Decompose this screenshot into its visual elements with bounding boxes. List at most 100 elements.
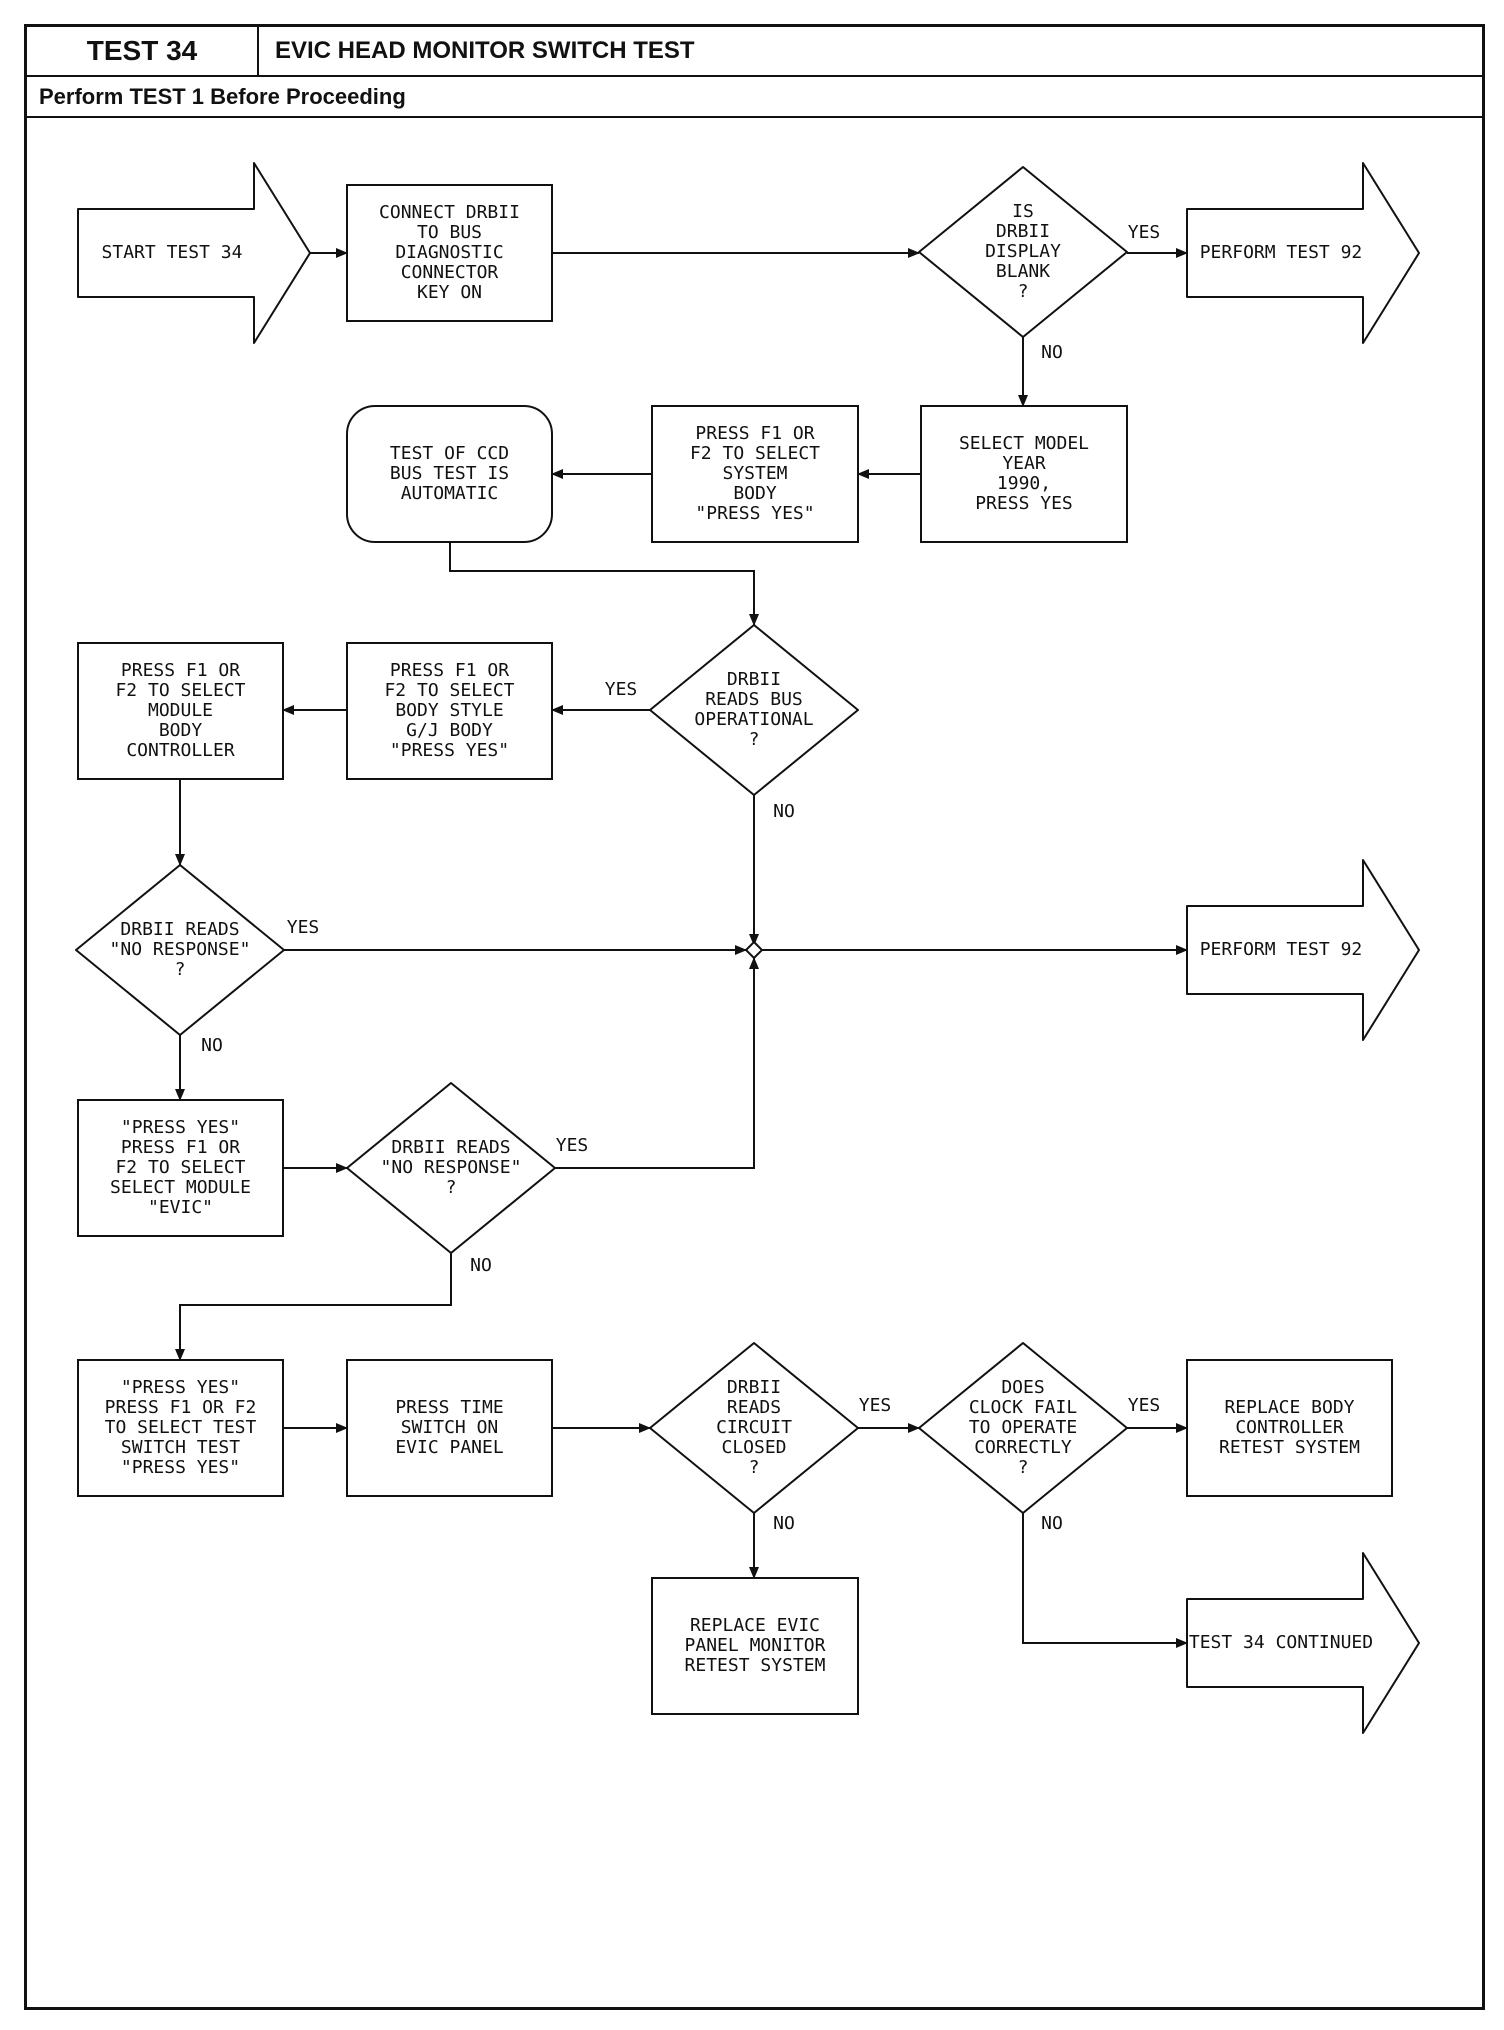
node-text-replace-body: CONTROLLER [1235, 1417, 1344, 1438]
connector-no-response-2-no [175, 1253, 452, 1361]
node-text-replace-evic: PANEL MONITOR [685, 1635, 826, 1656]
node-text-connect: TO BUS [417, 222, 482, 243]
edge-label-no-response-2-yes: YES [556, 1135, 589, 1156]
node-text-connect: KEY ON [417, 282, 482, 303]
node-text-press-time: PRESS TIME [395, 1397, 503, 1418]
flowchart-connectors [175, 248, 1188, 1648]
node-replace-body [1186, 1359, 1393, 1497]
node-text-circuit-closed: CIRCUIT [716, 1417, 792, 1438]
node-text-no-response-2: "NO RESPONSE" [381, 1157, 522, 1178]
node-text-bus-operational: DRBII [727, 669, 781, 690]
node-text-start: START TEST 34 [102, 242, 243, 263]
node-select-year [920, 405, 1128, 543]
edge-label-bus-operational-no: NO [773, 801, 795, 822]
node-text-clock-fail: DOES [1001, 1377, 1044, 1398]
edge-label-no-response-1-no: NO [201, 1035, 223, 1056]
test-title: EVIC HEAD MONITOR SWITCH TEST [275, 37, 695, 64]
node-text-select-system: SYSTEM [722, 463, 787, 484]
node-text-select-evic: F2 TO SELECT [115, 1157, 245, 1178]
node-text-connect: CONNECT DRBII [379, 202, 520, 223]
node-text-perform92-a: PERFORM TEST 92 [1200, 242, 1363, 263]
node-text-clock-fail: TO OPERATE [969, 1417, 1077, 1438]
node-text-perform92-b: PERFORM TEST 92 [1200, 939, 1363, 960]
diagram-frame: TEST 34 EVIC HEAD MONITOR SWITCH TEST Pe… [24, 24, 1485, 2010]
node-text-display-blank: DISPLAY [985, 241, 1061, 262]
node-text-bus-operational: READS BUS [705, 689, 803, 710]
node-text-ccd-auto: AUTOMATIC [401, 483, 499, 504]
flowchart-shapes [75, 162, 1420, 1734]
edge-label-circuit-closed-yes: YES [859, 1395, 892, 1416]
node-text-clock-fail: ? [1018, 1457, 1029, 1478]
node-text-select-evic: "EVIC" [148, 1197, 213, 1218]
edge-label-clock-fail-no: NO [1041, 1513, 1063, 1534]
node-text-bus-operational: ? [749, 729, 760, 750]
node-text-display-blank: DRBII [996, 221, 1050, 242]
node-text-module-body: CONTROLLER [126, 740, 235, 761]
node-text-no-response-1: ? [175, 959, 186, 980]
node-text-switch-test: SWITCH TEST [121, 1437, 240, 1458]
node-text-connect: DIAGNOSTIC [395, 242, 503, 263]
node-text-display-blank: ? [1018, 281, 1029, 302]
node-text-select-year: SELECT MODEL [959, 433, 1089, 454]
node-text-replace-body: RETEST SYSTEM [1219, 1437, 1360, 1458]
node-text-circuit-closed: ? [749, 1457, 760, 1478]
header-row: TEST 34 EVIC HEAD MONITOR SWITCH TEST [27, 27, 1482, 77]
node-continued [1186, 1552, 1420, 1734]
prerequisite-note: Perform TEST 1 Before Proceeding [27, 77, 1482, 118]
node-text-switch-test: PRESS F1 OR F2 [105, 1397, 257, 1418]
node-text-display-blank: BLANK [996, 261, 1050, 282]
node-text-switch-test: "PRESS YES" [121, 1377, 240, 1398]
node-text-press-time: EVIC PANEL [395, 1437, 504, 1458]
node-text-select-system: PRESS F1 OR [695, 423, 814, 444]
edge-label-no-response-2-no: NO [470, 1255, 492, 1276]
node-replace-evic [651, 1577, 859, 1715]
edge-label-display-blank-no: NO [1041, 342, 1063, 363]
node-text-replace-body: REPLACE BODY [1224, 1397, 1354, 1418]
edge-label-bus-operational-yes: YES [605, 679, 638, 700]
node-perform92-b [1186, 859, 1420, 1041]
node-text-replace-evic: RETEST SYSTEM [685, 1655, 826, 1676]
connector-clock-fail-no [1022, 1513, 1188, 1648]
node-text-circuit-closed: DRBII [727, 1377, 781, 1398]
node-select-evic [77, 1099, 284, 1237]
edge-label-clock-fail-yes: YES [1128, 1395, 1161, 1416]
node-text-switch-test: TO SELECT TEST [105, 1417, 257, 1438]
node-text-body-style: "PRESS YES" [390, 740, 509, 761]
node-text-module-body: MODULE [148, 700, 213, 721]
node-text-connect: CONNECTOR [401, 262, 499, 283]
node-connect [346, 184, 553, 322]
connector-ccd-to-bus-operational [449, 542, 759, 626]
node-text-no-response-2: DRBII READS [391, 1137, 510, 1158]
node-text-select-year: PRESS YES [975, 493, 1073, 514]
node-text-clock-fail: CLOCK FAIL [969, 1397, 1078, 1418]
node-text-ccd-auto: TEST OF CCD [390, 443, 509, 464]
node-text-circuit-closed: CLOSED [721, 1437, 786, 1458]
node-text-body-style: F2 TO SELECT [384, 680, 514, 701]
node-text-display-blank: IS [1012, 201, 1034, 222]
node-text-body-style: PRESS F1 OR [390, 660, 509, 681]
node-text-body-style: G/J BODY [406, 720, 493, 741]
node-text-circuit-closed: READS [727, 1397, 781, 1418]
node-text-select-evic: "PRESS YES" [121, 1117, 240, 1138]
node-text-continued: TEST 34 CONTINUED [1189, 1632, 1373, 1653]
node-module-body [77, 642, 284, 780]
node-text-select-year: 1990, [997, 473, 1051, 494]
edge-label-no-response-1-yes: YES [287, 917, 320, 938]
node-text-clock-fail: CORRECTLY [974, 1437, 1072, 1458]
node-text-select-system: BODY [733, 483, 777, 504]
node-text-module-body: BODY [159, 720, 203, 741]
node-text-select-evic: SELECT MODULE [110, 1177, 251, 1198]
node-text-select-year: YEAR [1002, 453, 1046, 474]
merge-junction [744, 940, 764, 960]
node-text-module-body: PRESS F1 OR [121, 660, 240, 681]
node-perform92-a [1186, 162, 1420, 344]
node-text-select-system: "PRESS YES" [695, 503, 814, 524]
node-text-switch-test: "PRESS YES" [121, 1457, 240, 1478]
node-text-replace-evic: REPLACE EVIC [690, 1615, 820, 1636]
node-press-time [346, 1359, 553, 1497]
node-text-press-time: SWITCH ON [401, 1417, 499, 1438]
node-text-select-system: F2 TO SELECT [690, 443, 820, 464]
node-text-no-response-1: "NO RESPONSE" [110, 939, 251, 960]
